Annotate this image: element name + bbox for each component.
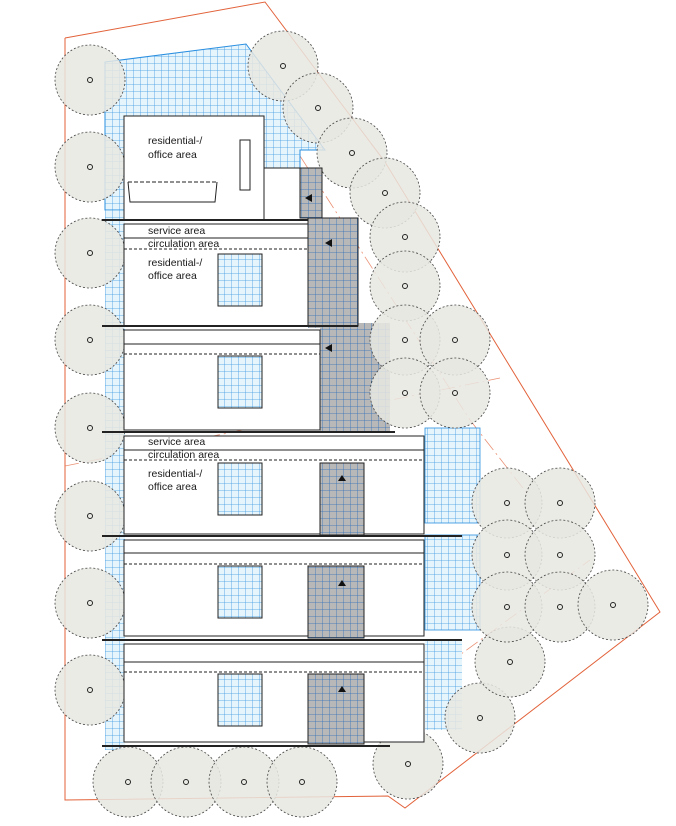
block-6 — [102, 643, 425, 747]
svg-text:residential-/: residential-/ — [148, 135, 202, 147]
area-labels: residential-/ office area service area c… — [148, 135, 219, 493]
tree-trunks — [87, 63, 616, 785]
block-2 — [102, 217, 359, 327]
block-1 — [102, 115, 323, 221]
trees — [54, 30, 649, 818]
svg-text:office area: office area — [148, 481, 197, 493]
block-3 — [102, 329, 395, 433]
block-4 — [102, 435, 462, 537]
svg-text:service area: service area — [148, 436, 205, 448]
block-5 — [102, 539, 462, 641]
svg-text:residential-/: residential-/ — [148, 257, 202, 269]
svg-text:office area: office area — [148, 270, 197, 282]
svg-text:circulation area: circulation area — [148, 449, 219, 461]
circulation-arrows — [305, 194, 346, 692]
buildings — [102, 115, 462, 747]
svg-text:circulation area: circulation area — [148, 238, 219, 250]
svg-text:residential-/: residential-/ — [148, 468, 202, 480]
svg-text:service area: service area — [148, 225, 205, 237]
svg-text:office area: office area — [148, 149, 197, 161]
